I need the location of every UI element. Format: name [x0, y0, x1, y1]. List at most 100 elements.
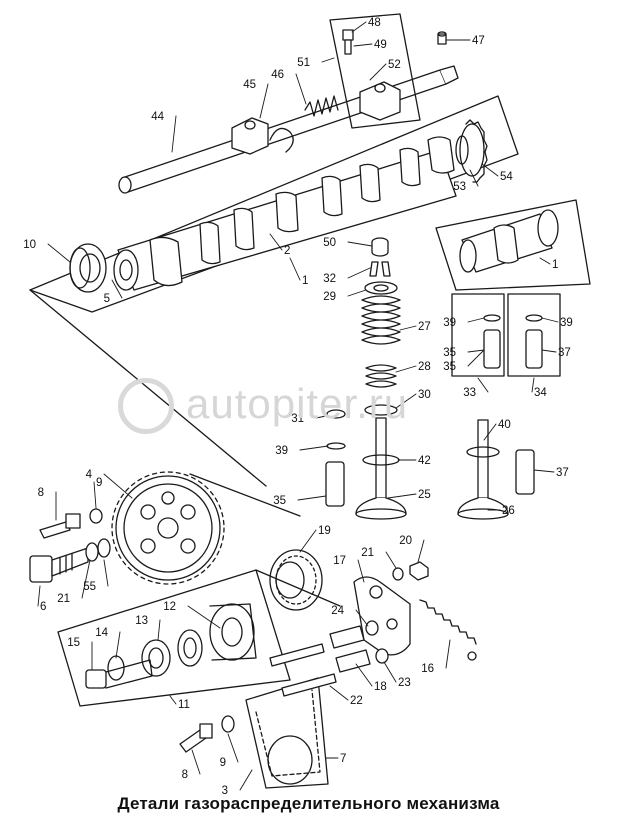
- spring-retainer-29: [364, 281, 398, 295]
- studs-22: [269, 643, 337, 697]
- part-label-24: 24: [331, 605, 344, 617]
- label-leader-12: [187, 605, 221, 629]
- detail-box-11: [57, 569, 291, 707]
- part-label-46: 46: [271, 69, 284, 81]
- part-label-35: 35: [443, 361, 456, 373]
- label-leader-13: [157, 619, 161, 641]
- part-label-23: 23: [398, 677, 411, 689]
- part-label-25: 25: [418, 489, 431, 501]
- part-label-40: 40: [498, 419, 511, 431]
- label-leader-11: [169, 695, 177, 705]
- part-label-54: 54: [500, 171, 513, 183]
- label-leader-23: [383, 661, 397, 683]
- camshaft-pulley-4: [111, 471, 225, 585]
- bearing-13: [141, 629, 203, 677]
- label-leader-2: [269, 233, 283, 251]
- tensioner-pulley-19: [269, 549, 323, 611]
- part-label-3: 3: [222, 785, 228, 797]
- label-leader-49: [353, 43, 373, 47]
- part-label-42: 42: [418, 455, 431, 467]
- washer-21-right: [392, 567, 404, 581]
- valve-26: [457, 419, 509, 520]
- inner-spring-28: [365, 364, 397, 388]
- detail-box-camshaft: [29, 95, 519, 313]
- spring-seat-30: [364, 404, 398, 416]
- part-label-21: 21: [57, 593, 70, 605]
- label-leader-45: [259, 83, 269, 119]
- label-leader-27: [399, 325, 417, 331]
- label-leader-35: [297, 495, 327, 501]
- part-label-37: 37: [558, 347, 571, 359]
- leader-line-tensioner: [255, 569, 341, 607]
- part-label-15: 15: [67, 637, 80, 649]
- label-leader-34: [531, 377, 535, 393]
- label-leader-5: [111, 279, 123, 299]
- label-leader-17: [357, 559, 365, 583]
- part-label-45: 45: [243, 79, 256, 91]
- label-leader-44: [171, 115, 177, 153]
- detail-box-48-52: [329, 13, 421, 129]
- tension-spring-16: [419, 599, 477, 661]
- part-label-49: 49: [374, 39, 387, 51]
- part-label-51: 51: [297, 57, 310, 69]
- part-label-2: 2: [284, 245, 290, 257]
- label-leader-53: [469, 169, 479, 187]
- part-label-10: 10: [23, 239, 36, 251]
- bolt-15: [85, 659, 153, 689]
- label-leader-25: [387, 493, 417, 499]
- label-leader-6: [37, 585, 41, 607]
- part-label-8: 8: [38, 487, 44, 499]
- detail-box-camshaft-end: [435, 199, 591, 291]
- label-leader-35: [467, 349, 485, 367]
- pulley-12: [209, 603, 257, 661]
- part-label-30: 30: [418, 389, 431, 401]
- bolt-6: [29, 547, 89, 583]
- valve-guide-35: [325, 409, 346, 507]
- part-label-27: 27: [418, 321, 431, 333]
- part-label-8: 8: [182, 769, 188, 781]
- valve-guide-37-box: [525, 314, 543, 369]
- detail-box-34: [507, 293, 561, 377]
- label-leader-51: [321, 57, 335, 63]
- valve-cap-50: [371, 237, 389, 257]
- label-leader-55: [103, 559, 109, 587]
- label-leader-28: [395, 365, 417, 373]
- label-leader-52: [369, 63, 387, 81]
- label-leader-1: [539, 257, 551, 265]
- label-leader-4: [103, 473, 133, 499]
- part-label-17: 17: [333, 555, 346, 567]
- part-label-26: 26: [502, 505, 515, 517]
- label-leader-37: [533, 469, 555, 473]
- label-leader-9: [227, 733, 239, 763]
- part-label-16: 16: [421, 663, 434, 675]
- label-leader-10: [47, 243, 71, 263]
- label-leader-20: [417, 539, 425, 563]
- label-leader-21: [385, 551, 397, 569]
- watermark-logo-icon: [118, 378, 174, 434]
- part-label-1: 1: [552, 259, 558, 271]
- oil-seal-10: [69, 243, 107, 293]
- part-label-44: 44: [151, 111, 164, 123]
- part-label-4: 4: [86, 469, 93, 481]
- label-leader-39: [299, 445, 329, 451]
- part-label-1: 1: [302, 275, 308, 287]
- part-label-20: 20: [399, 535, 412, 547]
- part-label-35: 35: [443, 347, 456, 359]
- part-label-39: 39: [443, 317, 456, 329]
- label-leader-50: [347, 241, 373, 247]
- part-label-7: 7: [340, 753, 346, 765]
- label-leader-16: [445, 639, 451, 669]
- part-label-48: 48: [368, 17, 381, 29]
- label-leader-8: [191, 749, 201, 775]
- part-label-50: 50: [323, 237, 336, 249]
- part-label-37: 37: [556, 467, 569, 479]
- label-leader-21: [81, 559, 91, 599]
- part-label-13: 13: [135, 615, 148, 627]
- part-label-21: 21: [361, 547, 374, 559]
- label-leader-30: [395, 393, 417, 409]
- stud-47: [437, 31, 447, 45]
- label-leader-35: [467, 349, 485, 353]
- part-label-29: 29: [323, 291, 336, 303]
